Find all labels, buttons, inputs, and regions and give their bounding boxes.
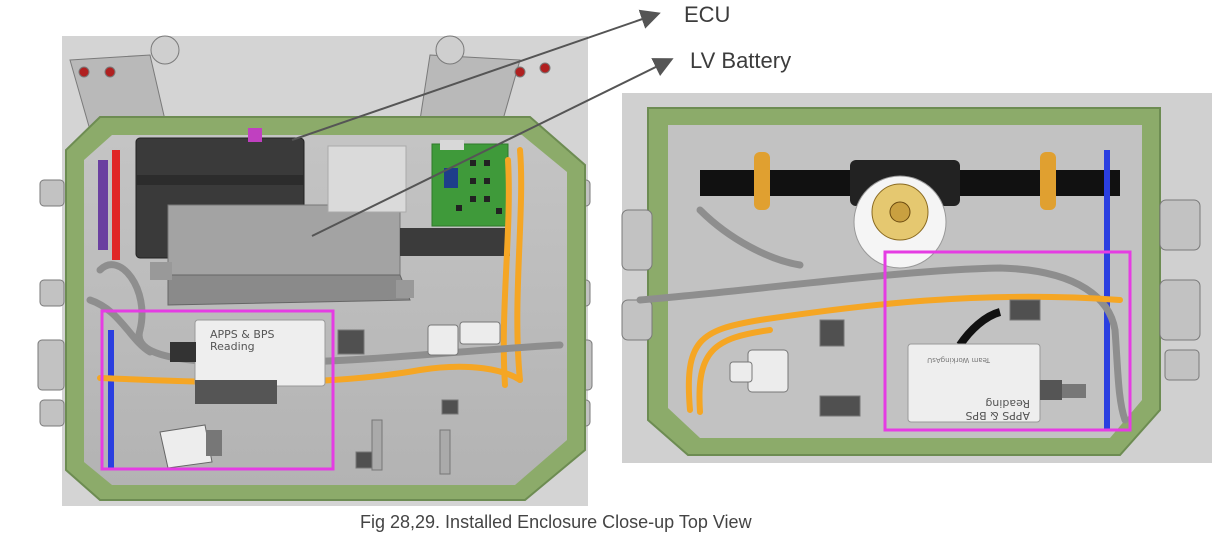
right-apps-bps-module: APPS & BPS Reading Team WorkingAsU — [907, 343, 1086, 423]
left-dark-bracket — [400, 228, 510, 256]
left-apps-bps-module: APPS & BPS Reading — [170, 319, 326, 404]
right-gear-assembly — [853, 175, 947, 269]
ecu-model — [150, 204, 414, 306]
right-module-text-1: APPS & BPS — [965, 409, 1030, 422]
left-connectors — [337, 321, 501, 475]
figure-caption: Fig 28,29. Installed Enclosure Close-up … — [360, 512, 752, 532]
right-black-cable — [956, 308, 1002, 348]
lv-battery-arrow — [311, 58, 674, 237]
left-highlight-box — [100, 309, 335, 471]
right-grey-cables — [636, 206, 1129, 424]
left-pcb — [431, 140, 509, 227]
left-blue-cable — [108, 330, 114, 470]
left-red-cable — [112, 150, 120, 260]
left-dsub-connector — [159, 424, 222, 469]
ecu-arrow — [291, 9, 661, 141]
left-module-text-1: APPS & BPS — [210, 328, 275, 341]
right-module-brand: Team WorkingAsU — [927, 356, 991, 364]
right-side-mounts — [621, 199, 1201, 381]
right-highlight-box — [883, 250, 1132, 432]
right-enclosure-view: APPS & BPS Reading Team WorkingAsU — [621, 93, 1212, 463]
right-connectors — [729, 299, 1041, 417]
left-mount-plate — [327, 145, 407, 213]
left-module-text-2: Reading — [210, 340, 255, 353]
left-purple-cable — [98, 160, 108, 250]
right-blue-cable — [1104, 150, 1110, 430]
left-enclosure-view: APPS & BPS Reading — [37, 35, 593, 506]
ecu-callout-label: ECU — [684, 2, 731, 27]
right-module-text-2: Reading — [985, 397, 1030, 410]
right-orange-harness — [685, 293, 1123, 415]
lv-battery-callout-label: LV Battery — [690, 48, 792, 73]
